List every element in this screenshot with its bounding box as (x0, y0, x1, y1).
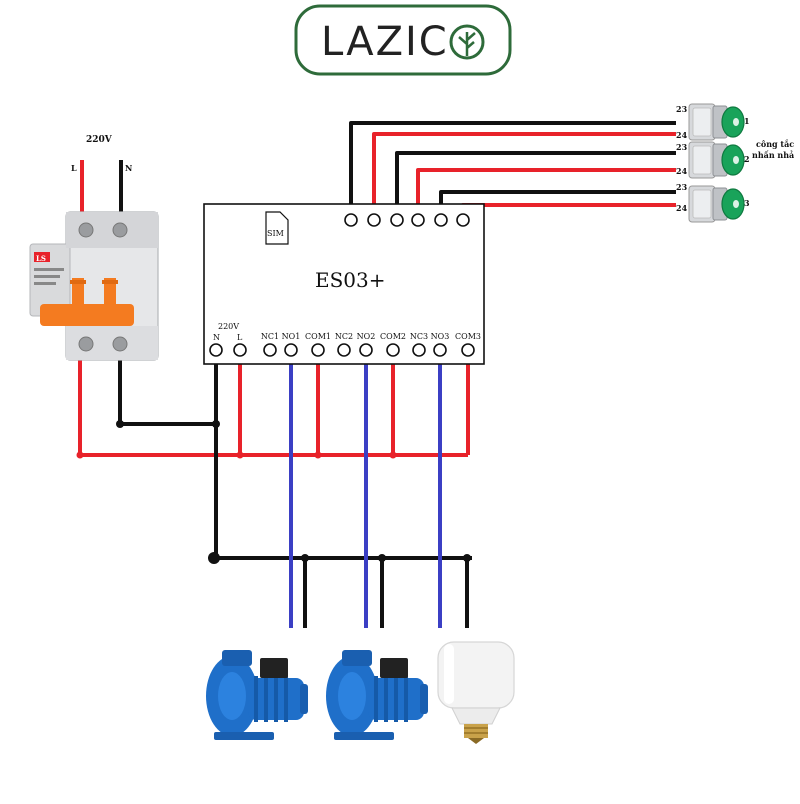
brand-logo: LAZIC (294, 4, 512, 76)
button-number-label: 2 (744, 154, 750, 164)
controller-name: ES03+ (315, 268, 386, 292)
breaker-voltage-label: 220V (86, 135, 113, 145)
input-terminals (344, 213, 470, 227)
power-terminal (233, 343, 247, 357)
btn1-wire-23 (349, 121, 676, 218)
push-buttons: 23 24 1 23 24 2 23 24 3 (676, 103, 750, 223)
relay-terminal-nc3 (412, 343, 426, 357)
input-terminal-3 (390, 213, 404, 227)
breaker-brand-mark: LS (36, 254, 46, 263)
buttons-caption-line1: công tắc (756, 139, 794, 149)
relay-terminal-label: COM3 (455, 332, 481, 341)
relay-terminal-label: NO2 (357, 332, 376, 341)
breaker-l-label: L (71, 163, 77, 173)
buttons-caption-line2: nhấn nhả (752, 150, 794, 160)
power-terminal-label: L (237, 333, 243, 342)
push-button-3: 23 24 3 (676, 182, 750, 223)
relay-terminal-label: NC2 (335, 332, 353, 341)
wires (78, 121, 676, 628)
relay-terminal-label: NC1 (261, 332, 279, 341)
relay-terminal-com1 (311, 343, 325, 357)
push-button-2: 23 24 2 (676, 141, 750, 179)
relay-terminal-com3 (461, 343, 475, 357)
relay-terminal-no3 (433, 343, 447, 357)
leaf-o-icon (449, 24, 485, 60)
circuit-breaker: 220V L N LS (29, 135, 159, 361)
button-pin-24-label: 24 (676, 166, 688, 176)
power-terminal-label: N (213, 333, 220, 342)
water-pump-2 (326, 650, 428, 740)
btn1-wire-24 (372, 132, 676, 218)
relay-terminal-label: COM1 (305, 332, 331, 341)
logo-text: LAZIC (321, 19, 449, 65)
input-terminal-5 (434, 213, 448, 227)
btn2-wire-23 (395, 151, 676, 218)
sim-label: SIM (267, 229, 284, 238)
button-pin-24-label: 24 (676, 203, 688, 213)
breaker-red-out-wire (78, 360, 468, 457)
relay-terminal-label: COM2 (380, 332, 406, 341)
relay-terminal-no2 (359, 343, 373, 357)
relay-terminal-nc1 (263, 343, 277, 357)
push-button-1: 23 24 1 (676, 103, 750, 141)
relay-terminal-no1 (284, 343, 298, 357)
junction-dots (76, 420, 471, 564)
relay-terminal-label: NC3 (410, 332, 428, 341)
sim-slot: SIM (265, 211, 289, 245)
button-pin-23-label: 23 (676, 182, 688, 192)
button-number-label: 3 (744, 198, 750, 208)
breaker-n-label: N (125, 163, 132, 173)
input-terminal-2 (367, 213, 381, 227)
relay-terminal-com2 (386, 343, 400, 357)
button-pin-23-label: 23 (676, 142, 688, 152)
input-terminal-6 (456, 213, 470, 227)
water-pump-1 (206, 650, 308, 740)
relay-terminal-nc2 (337, 343, 351, 357)
breaker-toggle (40, 278, 134, 326)
power-terminal (209, 343, 223, 357)
relay-terminal-label: NO3 (431, 332, 450, 341)
btn2-wire-24 (416, 168, 676, 218)
input-terminal-4 (411, 213, 425, 227)
input-terminal-1 (344, 213, 358, 227)
button-pin-24-label: 24 (676, 130, 688, 140)
controller-power-label: 220V (218, 322, 239, 331)
relay-terminal-label: NO1 (282, 332, 301, 341)
light-bulb (437, 641, 515, 744)
button-number-label: 1 (744, 116, 750, 126)
breaker-black-out-wire (118, 360, 216, 426)
button-pin-23-label: 23 (676, 104, 688, 114)
btn3-wire-24 (461, 203, 676, 218)
